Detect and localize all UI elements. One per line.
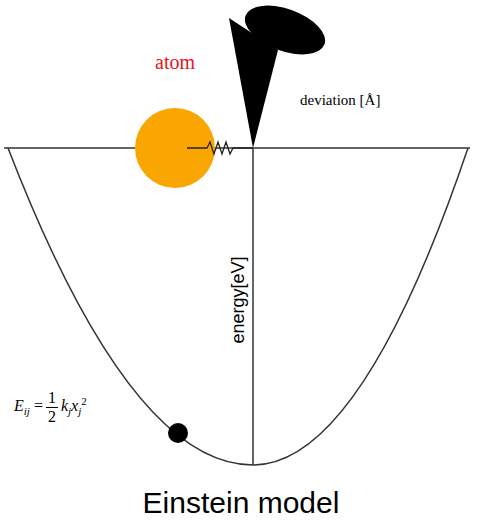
deviation-axis	[4, 147, 470, 149]
energy-axis	[252, 148, 254, 465]
atom-node: atom	[121, 50, 229, 190]
formula-number: 1	[46, 390, 58, 408]
formula-index: j	[78, 405, 81, 417]
atom-circle	[135, 108, 215, 188]
atom-label: atom	[121, 50, 229, 74]
potential-parabola	[8, 148, 468, 465]
axis-label: energy[eV]	[228, 256, 249, 343]
probe-head	[238, 0, 331, 64]
energy-formula: Eij =12kjxj2	[14, 390, 87, 425]
axis-label: deviation [Å]	[300, 92, 380, 109]
formula-symbol: =	[34, 397, 43, 414]
formula-symbol: E	[14, 397, 24, 414]
formula-number: 2	[46, 408, 58, 425]
caption: Einstein model	[0, 486, 482, 520]
formula-fraction: 12	[46, 390, 58, 425]
state-dot	[168, 423, 188, 443]
formula-symbol: x	[71, 397, 78, 414]
formula-number: 2	[81, 395, 87, 407]
formula-index: j	[68, 405, 71, 417]
formula-symbol: k	[61, 397, 68, 414]
formula-index: ij	[24, 405, 30, 417]
